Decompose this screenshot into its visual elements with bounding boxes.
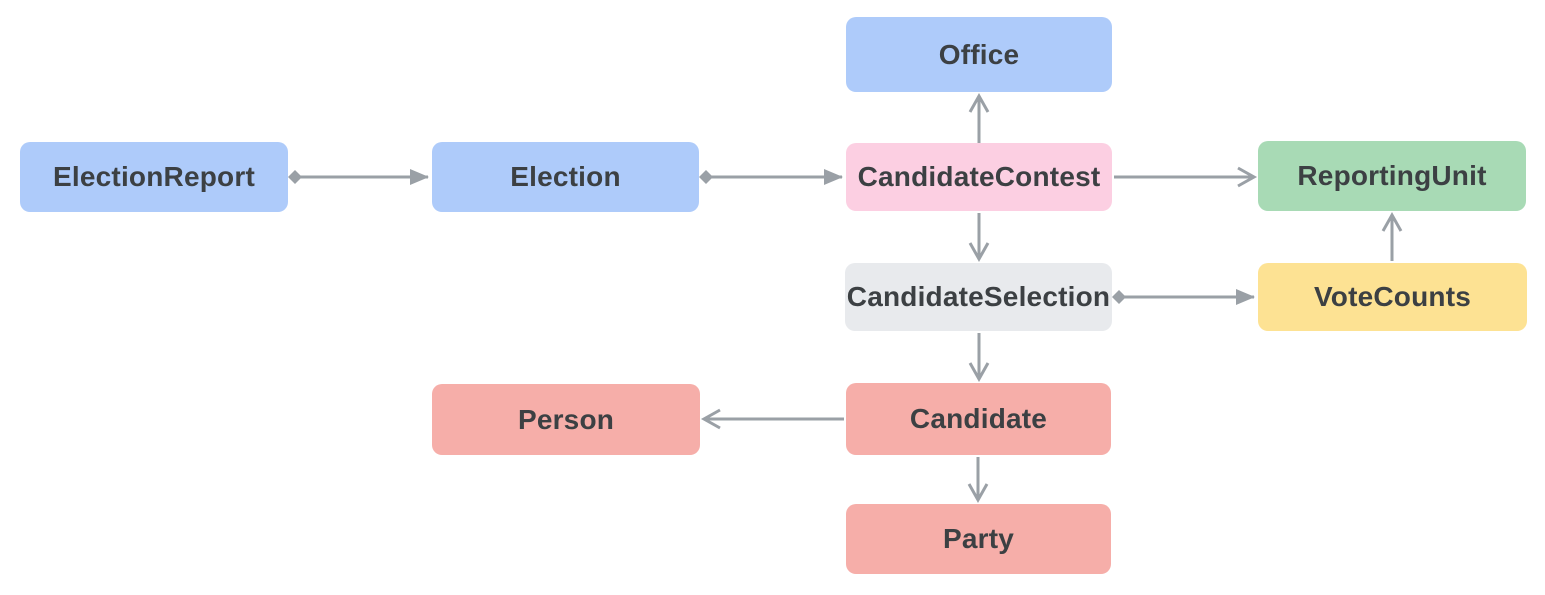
node-candidate-contest: CandidateContest: [846, 143, 1112, 211]
node-vote-counts: VoteCounts: [1258, 263, 1527, 331]
node-party: Party: [846, 504, 1111, 574]
node-candidate: Candidate: [846, 383, 1111, 455]
node-office: Office: [846, 17, 1112, 92]
node-reporting-unit: ReportingUnit: [1258, 141, 1526, 211]
node-person: Person: [432, 384, 700, 455]
node-candidate-selection: CandidateSelection: [845, 263, 1112, 331]
node-election-report: ElectionReport: [20, 142, 288, 212]
node-election: Election: [432, 142, 699, 212]
